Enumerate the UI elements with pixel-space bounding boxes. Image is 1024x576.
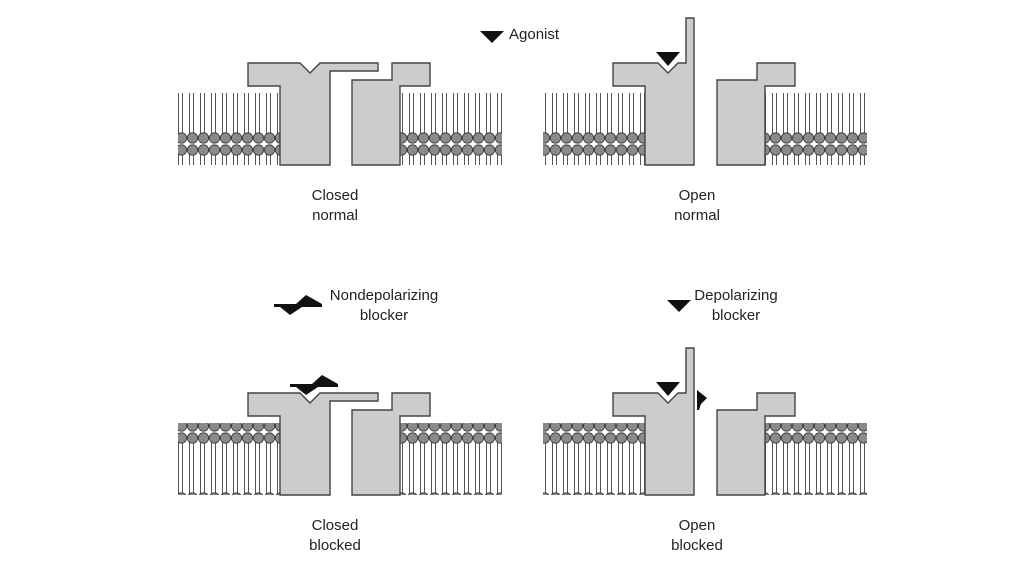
channel-subunit-left (612, 17, 695, 166)
channel-subunit-right (716, 392, 796, 496)
panel-open-normal (543, 17, 867, 166)
caption-closed-blocked: Closed blocked (309, 517, 361, 554)
agonist-bound-icon (656, 382, 680, 396)
caption-open-normal: Open normal (674, 187, 720, 224)
nondepolarizing-blocker-legend-label: Nondepolarizing blocker (329, 287, 439, 324)
panel-closed-blocked (178, 375, 502, 496)
channel-subunit-right (351, 392, 431, 496)
depolarizing-blocker-legend-icon (667, 300, 691, 312)
channel-subunit-left (247, 62, 379, 166)
membrane-left (178, 423, 280, 495)
nondepolarizing-blocker-bound-icon (290, 375, 338, 395)
depolarizing-blocker-in-pore-icon (697, 390, 707, 410)
membrane-right (400, 423, 502, 495)
agonist-bound-icon (656, 52, 680, 66)
membrane-left (543, 423, 645, 495)
membrane-left (178, 93, 280, 165)
caption-open-blocked: Open blocked (671, 517, 723, 554)
channel-subunit-right (351, 62, 431, 166)
channel-subunit-left (247, 392, 379, 496)
agonist-legend-label: Agonist (509, 26, 560, 43)
membrane-right (400, 93, 502, 165)
membrane-right (765, 93, 867, 165)
agonist-legend-icon (480, 31, 504, 43)
panel-open-blocked (543, 347, 867, 496)
channel-subunit-right (716, 62, 796, 166)
nondepolarizing-blocker-legend-icon (274, 295, 322, 315)
panel-closed-normal (178, 62, 502, 166)
channel-subunit-left (612, 347, 695, 496)
depolarizing-blocker-legend-label: Depolarizing blocker (694, 287, 778, 324)
caption-closed-normal: Closed normal (311, 187, 359, 224)
membrane-right (765, 423, 867, 495)
membrane-left (543, 93, 645, 165)
